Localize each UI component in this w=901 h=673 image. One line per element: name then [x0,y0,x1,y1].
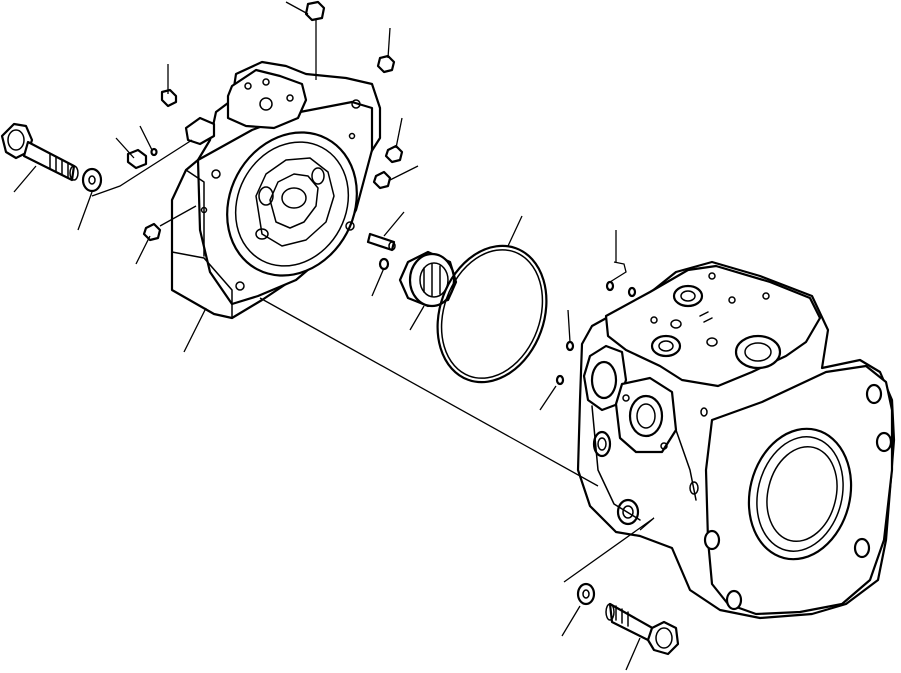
lower-bolt [605,602,680,656]
lower-washer [576,582,596,606]
o-ring [436,244,548,384]
upper-washer [81,167,103,193]
valve-plate-housing [170,60,382,320]
dowel-pin [366,232,396,252]
mounting-flange [703,364,894,616]
upper-bolt [0,122,79,182]
leader-lines [13,1,655,671]
plugs [126,0,404,271]
bearing-bushing [398,250,458,308]
